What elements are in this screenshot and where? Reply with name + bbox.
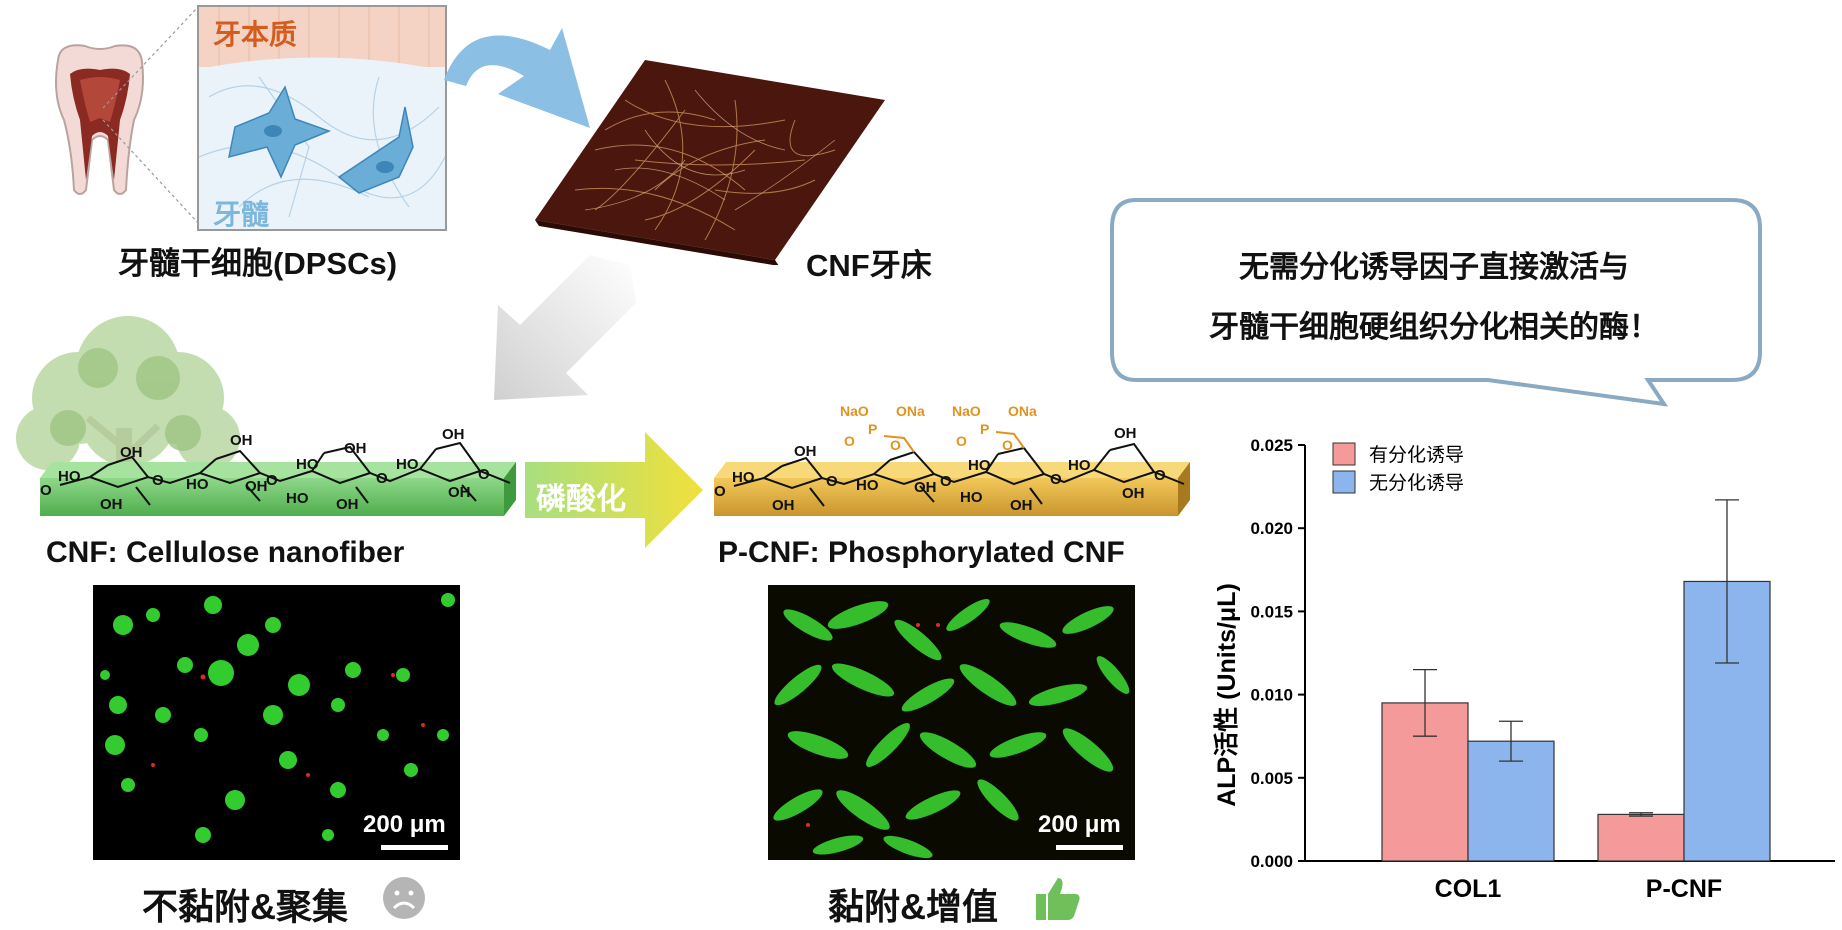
phos2-p: P (980, 421, 989, 437)
chem-o-1: O (40, 482, 52, 499)
pchem-o-4: O (1050, 471, 1062, 488)
pcnf-molecule: OH HO O OH O HO OH O HO HO OH O HO OH OH… (714, 403, 1185, 514)
alp-activity-chart: 0.000 0.005 0.010 0.015 0.020 0.025 COL1 P-CNF… (1213, 436, 1835, 903)
chem-ho-3: HO (296, 456, 319, 473)
callout-line-2: 牙髓干细胞硬组织分化相关的酶！ (1209, 311, 1659, 344)
dpsc-label: 牙髓干细胞(DPSCs) (118, 246, 398, 281)
pchem-oh-5: OH (1114, 425, 1137, 442)
pcnf-scale-label: 200 μm (1038, 811, 1121, 838)
chem-ho-2: HO (186, 476, 209, 493)
phos1-ona: ONa (896, 403, 925, 419)
down-left-arrow-icon (494, 255, 636, 400)
phos1-p: P (868, 421, 877, 437)
x-tick-label: COL1 (1435, 875, 1502, 903)
chem-o-4: O (376, 470, 388, 487)
chem-o-5: O (478, 466, 490, 483)
chem-oh-5: OH (344, 440, 367, 457)
phos1-o-dbl: O (844, 433, 855, 449)
x-tick-label: P-CNF (1646, 875, 1722, 903)
cnf-micrograph: 200 μm (93, 585, 460, 860)
reaction-arrow-icon (525, 432, 703, 548)
curved-arrow-icon (444, 28, 590, 128)
chem-ho-4: HO (286, 490, 309, 507)
legend-label: 有分化诱导 (1369, 444, 1464, 466)
y-tick-label: 0.015 (1250, 602, 1293, 621)
pchem-ho-1: HO (732, 469, 755, 486)
reaction-label: 磷酸化 (536, 483, 626, 516)
chem-oh-3: OH (230, 432, 253, 449)
pchem-o-3: O (940, 473, 952, 490)
cnf-scaffold-image (535, 60, 885, 265)
legend-swatch (1332, 470, 1356, 494)
chem-oh-4: OH (245, 478, 268, 495)
cnf-molecule: OH HO O OH O OH HO OH O HO OH HO OH O HO… (40, 426, 511, 513)
pchem-ho-3: HO (968, 457, 991, 474)
pchem-o-2: O (826, 473, 838, 490)
chem-ho-5: HO (396, 456, 419, 473)
y-tick-label: 0.000 (1250, 852, 1293, 871)
cnf-scaffold-label: CNF牙床 (806, 248, 932, 283)
pchem-oh-1: OH (794, 443, 817, 460)
tissue-inset-drawing (199, 7, 445, 229)
pchem-oh-6: OH (1122, 485, 1145, 502)
phos2-ona: ONa (1008, 403, 1037, 419)
chem-oh-1: OH (120, 444, 143, 461)
chart-y-axis-label: ALP活性 (Units/μL) (1213, 583, 1241, 807)
sad-face-icon (383, 877, 425, 919)
pcnf-micrograph-cells (773, 599, 1130, 859)
pcnf-bar (714, 462, 1190, 516)
right-result-label: 黏附&增值 (828, 886, 998, 927)
chem-oh-6: OH (336, 496, 359, 513)
legend-label: 无分化诱导 (1369, 472, 1464, 494)
tooth-illustration (55, 44, 144, 195)
pchem-ho-4: HO (960, 489, 983, 506)
left-result-label: 不黏附&聚集 (142, 886, 348, 927)
chem-oh-8: OH (448, 484, 471, 501)
speech-bubble (1110, 198, 1762, 407)
y-tick-label: 0.010 (1250, 686, 1293, 705)
pchem-ho-2: HO (856, 477, 879, 494)
chem-ho-1: HO (58, 468, 81, 485)
phos1-nao: NaO (840, 403, 869, 419)
pcnf-name: P-CNF: Phosphorylated CNF (718, 536, 1125, 569)
pchem-o-5: O (1154, 467, 1166, 484)
pchem-oh-4: OH (1010, 497, 1033, 514)
chart-bars: COL1 P-CNF (1381, 499, 1771, 903)
y-tick-label: 0.005 (1250, 769, 1293, 788)
pcnf-micrograph: 200 μm (768, 585, 1135, 860)
chart-axes: 0.000 0.005 0.010 0.015 0.020 0.025 (1250, 436, 1835, 871)
cnf-name: CNF: Cellulose nanofiber (46, 536, 405, 569)
dentin-label: 牙本质 (213, 19, 298, 50)
y-tick-label: 0.020 (1250, 519, 1293, 538)
phos1-o: O (890, 437, 901, 453)
tissue-inset: 牙本质 牙髓 (197, 5, 447, 231)
pchem-o-1: O (714, 483, 726, 500)
y-tick-label: 0.025 (1250, 436, 1293, 455)
chem-oh-2: OH (100, 496, 123, 513)
phos2-o-dbl: O (956, 433, 967, 449)
zoom-guide-lines (102, 5, 200, 225)
legend-swatch (1332, 442, 1356, 466)
cnf-bar (40, 462, 516, 516)
bar (1597, 813, 1685, 862)
pulp-label: 牙髓 (213, 199, 270, 230)
phos2-o: O (1002, 437, 1013, 453)
chem-o-2: O (152, 472, 164, 489)
cnf-micrograph-cells (100, 593, 455, 850)
chem-o-3: O (266, 472, 278, 489)
pchem-oh-2: OH (772, 497, 795, 514)
pchem-oh-3: OH (914, 479, 937, 496)
thumbs-up-icon (1036, 878, 1080, 920)
callout-line-1: 无需分化诱导因子直接激活与 (1239, 251, 1629, 284)
pchem-ho-5: HO (1068, 457, 1091, 474)
phos2-nao: NaO (952, 403, 981, 419)
cnf-scale-label: 200 μm (363, 811, 446, 838)
chem-oh-7: OH (442, 426, 465, 443)
